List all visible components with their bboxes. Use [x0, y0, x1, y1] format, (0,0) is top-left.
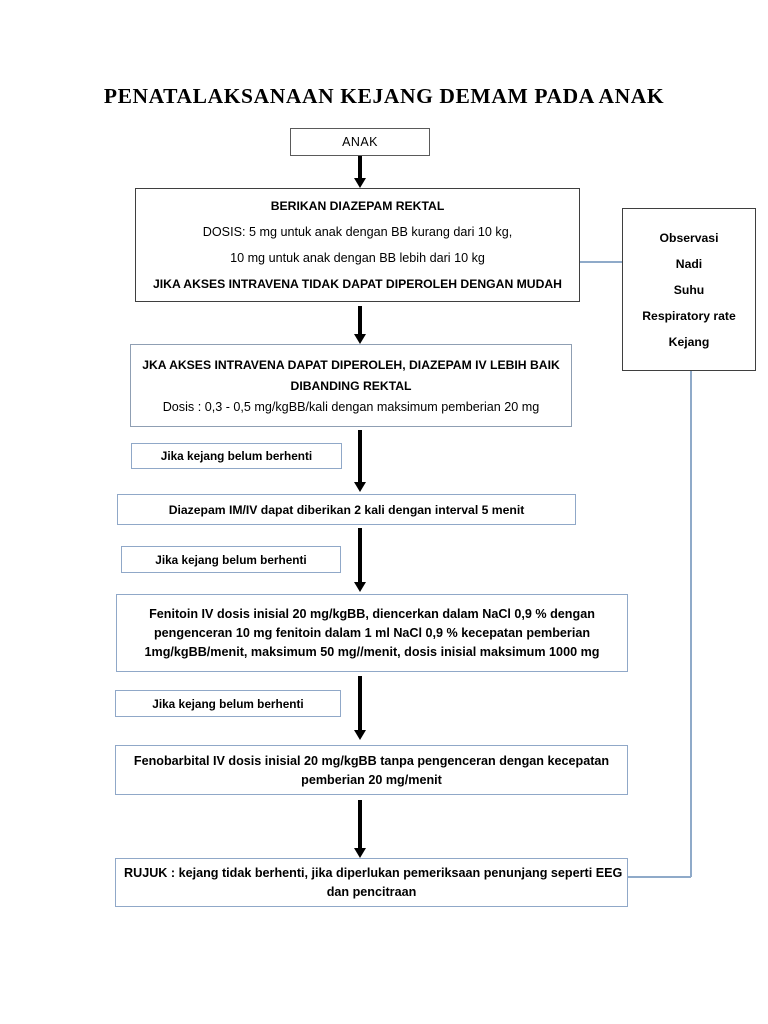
node-iv-diazepam: JKA AKSES INTRAVENA DAPAT DIPEROLEH, DIA… [130, 344, 572, 427]
connector-observasi-down [690, 371, 692, 877]
connector-rectal-to-observasi [580, 261, 622, 263]
arrow-shaft [358, 430, 362, 482]
node-diazepam-im-iv: Diazepam IM/IV dapat diberikan 2 kali de… [117, 494, 576, 525]
rectal-diazepam-line-3: 10 mg untuk anak dengan BB lebih dari 10… [230, 251, 485, 265]
rectal-diazepam-line-4: JIKA AKSES INTRAVENA TIDAK DAPAT DIPEROL… [153, 277, 562, 291]
arrow-fenobarbital-to-rujuk [348, 800, 372, 858]
node-fenobarbital: Fenobarbital IV dosis inisial 20 mg/kgBB… [115, 745, 628, 795]
node-anak-label: ANAK [342, 135, 378, 149]
arrow-head [353, 178, 366, 188]
observasi-item-5: Kejang [668, 334, 710, 349]
iv-diazepam-line-3: Dosis : 0,3 - 0,5 mg/kgBB/kali dengan ma… [162, 399, 540, 414]
arrow-im-to-fenitoin [348, 528, 372, 592]
node-condition-3: Jika kejang belum berhenti [115, 690, 341, 717]
fenobarbital-line-2: pemberian 20 mg/menit [301, 772, 442, 787]
fenitoin-line-1: Fenitoin IV dosis inisial 20 mg/kgBB, di… [149, 607, 595, 621]
rectal-diazepam-line-2: DOSIS: 5 mg untuk anak dengan BB kurang … [202, 225, 513, 239]
observasi-item-1: Observasi [659, 230, 719, 245]
arrow-anak-to-rectal [348, 156, 372, 188]
iv-diazepam-line-2: DIBANDING REKTAL [290, 378, 412, 393]
arrow-head [353, 582, 366, 592]
node-rujuk: RUJUK : kejang tidak berhenti, jika dipe… [115, 858, 628, 907]
arrow-iv-to-im [348, 430, 372, 492]
node-observasi: Observasi Nadi Suhu Respiratory rate Kej… [622, 208, 756, 371]
connector-down-to-rujuk [627, 876, 691, 878]
arrow-shaft [358, 676, 362, 730]
fenitoin-line-2: pengenceran 10 mg fenitoin dalam 1 ml Na… [153, 626, 591, 640]
rujuk-line-1: RUJUK : kejang tidak berhenti, jika dipe… [124, 866, 623, 880]
arrow-rectal-to-iv [348, 306, 372, 344]
page-title: PENATALAKSANAAN KEJANG DEMAM PADA ANAK [103, 84, 665, 108]
node-anak: ANAK [290, 128, 430, 156]
observasi-item-3: Suhu [673, 282, 705, 297]
node-rectal-diazepam: BERIKAN DIAZEPAM REKTAL DOSIS: 5 mg untu… [135, 188, 580, 302]
arrow-head [353, 334, 366, 344]
observasi-item-4: Respiratory rate [642, 308, 736, 323]
condition-1-label: Jika kejang belum berhenti [160, 449, 313, 463]
rujuk-line-2: dan pencitraan [326, 885, 417, 899]
arrow-shaft [358, 156, 362, 178]
node-condition-2: Jika kejang belum berhenti [121, 546, 341, 573]
diazepam-im-iv-label: Diazepam IM/IV dapat diberikan 2 kali de… [168, 502, 525, 517]
condition-3-label: Jika kejang belum berhenti [152, 696, 304, 711]
arrow-head [353, 730, 366, 740]
observasi-item-2: Nadi [675, 256, 703, 271]
fenitoin-line-3: 1mg/kgBB/menit, maksimum 50 mg//menit, d… [144, 645, 600, 659]
rectal-diazepam-line-1: BERIKAN DIAZEPAM REKTAL [270, 199, 445, 213]
iv-diazepam-line-1: JKA AKSES INTRAVENA DAPAT DIPEROLEH, DIA… [142, 357, 560, 372]
arrow-head [353, 848, 366, 858]
condition-2-label: Jika kejang belum berhenti [155, 552, 307, 567]
fenobarbital-line-1: Fenobarbital IV dosis inisial 20 mg/kgBB… [133, 753, 610, 768]
arrow-fenitoin-to-fenobarbital [348, 676, 372, 740]
node-condition-1: Jika kejang belum berhenti [131, 443, 342, 469]
node-fenitoin: Fenitoin IV dosis inisial 20 mg/kgBB, di… [116, 594, 628, 672]
arrow-shaft [358, 800, 362, 848]
arrow-shaft [358, 528, 362, 582]
arrow-shaft [358, 306, 362, 334]
arrow-head [353, 482, 366, 492]
